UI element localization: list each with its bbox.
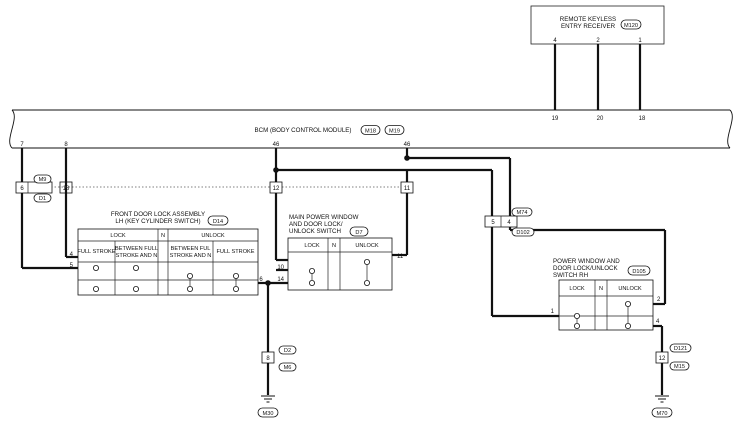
- rh-switch-contacts: [574, 300, 632, 329]
- ground-left-connector-d2: D2: [284, 348, 291, 354]
- front-lock-col-n: N: [161, 233, 165, 239]
- bcm-pin-19: 19: [552, 116, 559, 122]
- rh-switch-col-lock: LOCK: [569, 286, 585, 292]
- front-lock-pin-4: 4: [70, 252, 74, 258]
- joint-center-pin-11: 11: [404, 186, 411, 192]
- main-switch-title-line3: UNLOCK SWITCH: [289, 228, 341, 235]
- main-switch-connector-label: D7: [355, 230, 362, 236]
- bcm-pin-7: 7: [20, 142, 24, 148]
- ground-right-label: M70: [657, 411, 668, 417]
- receiver-title-line2: ENTRY RECEIVER: [561, 23, 616, 30]
- joint-m9-connector-m9: M9: [39, 177, 47, 183]
- front-lock-col-unlock: UNLOCK: [201, 233, 225, 239]
- receiver-pin-2: 2: [596, 38, 600, 44]
- rh-switch-title-line3: SWITCH RH: [553, 272, 588, 279]
- front-lock-sub-full-stroke-lock: FULL STROKE: [77, 249, 115, 255]
- front-lock-sub-between-lock-2: STROKE AND N: [116, 253, 158, 259]
- joint-m74-connector-m74: M74: [517, 210, 528, 216]
- front-lock-sub-between-unlock-1: BETWEEN FUL: [171, 246, 211, 252]
- rh-switch-pin-2: 2: [657, 297, 661, 303]
- receiver-pin-4: 4: [553, 38, 557, 44]
- joint-center-pin-12: 12: [273, 186, 280, 192]
- front-lock-sub-between-lock-1: BETWEEN FULL: [115, 246, 158, 252]
- main-switch-title-line2: AND DOOR LOCK/: [289, 221, 343, 228]
- front-lock-col-lock: LOCK: [110, 233, 126, 239]
- ground-right-pin-12: 12: [659, 356, 666, 362]
- bcm-pin-18: 18: [639, 116, 646, 122]
- ground-right-connector-m15: M15: [674, 364, 685, 370]
- bcm-pin-46-right: 46: [404, 142, 411, 148]
- joint-m74-pin-4: 4: [507, 220, 511, 226]
- rh-switch-pin-4: 4: [656, 319, 660, 325]
- rh-switch-title-line1: POWER WINDOW AND: [553, 258, 620, 265]
- joint-connector-m74-d102: 5 4 M74 D102: [484, 207, 535, 237]
- rh-switch-col-n: N: [599, 286, 603, 292]
- ground-right-symbol-icon: [655, 395, 669, 403]
- joint-connector-center: 12 11: [269, 181, 414, 194]
- main-switch-contacts: [308, 258, 370, 286]
- front-lock-sub-between-unlock-2: STROKE AND N: [170, 253, 212, 259]
- main-switch-title-line1: MAIN POWER WINDOW: [289, 214, 359, 221]
- bcm-connector-m19: M19: [389, 129, 400, 135]
- bcm-connector-m18: M18: [365, 129, 376, 135]
- front-lock-title-line1: FRONT DOOR LOCK ASSEMBLY: [111, 211, 205, 218]
- joint-m74-connector-d102: D102: [516, 230, 529, 236]
- ground-left-connector-m6: M6: [284, 365, 292, 371]
- main-power-window-switch: MAIN POWER WINDOW AND DOOR LOCK/ UNLOCK …: [276, 214, 404, 291]
- receiver-connector-label: M120: [624, 23, 638, 29]
- power-window-switch-rh: POWER WINDOW AND DOOR LOCK/UNLOCK SWITCH…: [551, 258, 661, 331]
- ground-right: 12 D121 M15 M70: [651, 343, 692, 418]
- ground-left: 8 D2 M6 M30: [257, 345, 297, 418]
- front-lock-pin-6: 6: [259, 277, 263, 283]
- bcm-label: BCM (BODY CONTROL MODULE): [255, 127, 352, 134]
- main-switch-col-n: N: [332, 243, 336, 249]
- ground-right-connector-d121: D121: [674, 346, 687, 352]
- rh-switch-connector-label: D105: [632, 269, 645, 275]
- joint-connector-m9-d1: 6 18 M9 D1: [15, 174, 73, 203]
- front-lock-sub-full-stroke-unlock: FULL STROKE: [216, 249, 254, 255]
- bcm-pin-20: 20: [597, 116, 604, 122]
- joint-m9-pin-6: 6: [20, 186, 24, 192]
- ground-left-symbol-icon: [261, 395, 275, 403]
- bcm-pin-8: 8: [64, 142, 68, 148]
- front-lock-pin-5: 5: [70, 263, 74, 269]
- joint-m74-pin-5: 5: [491, 220, 495, 226]
- main-switch-col-lock: LOCK: [304, 243, 320, 249]
- front-lock-title-line2: LH (KEY CYLINDER SWITCH): [115, 218, 200, 225]
- front-door-lock-assembly: FRONT DOOR LOCK ASSEMBLY LH (KEY CYLINDE…: [70, 211, 263, 296]
- rh-switch-col-unlock: UNLOCK: [618, 286, 642, 292]
- receiver-bcm-wires: [553, 44, 642, 110]
- bcm-module: 19 20 18 BCM (BODY CONTROL MODULE) M18 M…: [9, 109, 733, 149]
- remote-keyless-entry-receiver: REMOTE KEYLESS ENTRY RECEIVER M120 4 2 1: [530, 5, 665, 45]
- bcm-pin-46-left: 46: [273, 142, 280, 148]
- rh-switch-pin-1: 1: [551, 309, 555, 315]
- joint-m9-pin-18: 18: [63, 186, 70, 192]
- front-lock-switch-contacts: [93, 264, 239, 292]
- rh-switch-title-line2: DOOR LOCK/UNLOCK: [553, 265, 619, 272]
- front-lock-connector-label: D14: [213, 219, 223, 225]
- receiver-pin-1: 1: [638, 38, 642, 44]
- joint-m9-connector-d1: D1: [39, 196, 46, 202]
- receiver-title-line1: REMOTE KEYLESS: [560, 16, 616, 23]
- ground-left-label: M30: [263, 411, 274, 417]
- ground-left-pin-8: 8: [266, 356, 270, 362]
- main-switch-pin-11: 11: [397, 254, 404, 260]
- main-switch-pin-10: 10: [277, 265, 284, 271]
- main-switch-col-unlock: UNLOCK: [355, 243, 379, 249]
- splice-nodes: [265, 155, 410, 286]
- main-switch-pin-14: 14: [277, 277, 284, 283]
- wiring-harness: [20, 148, 667, 395]
